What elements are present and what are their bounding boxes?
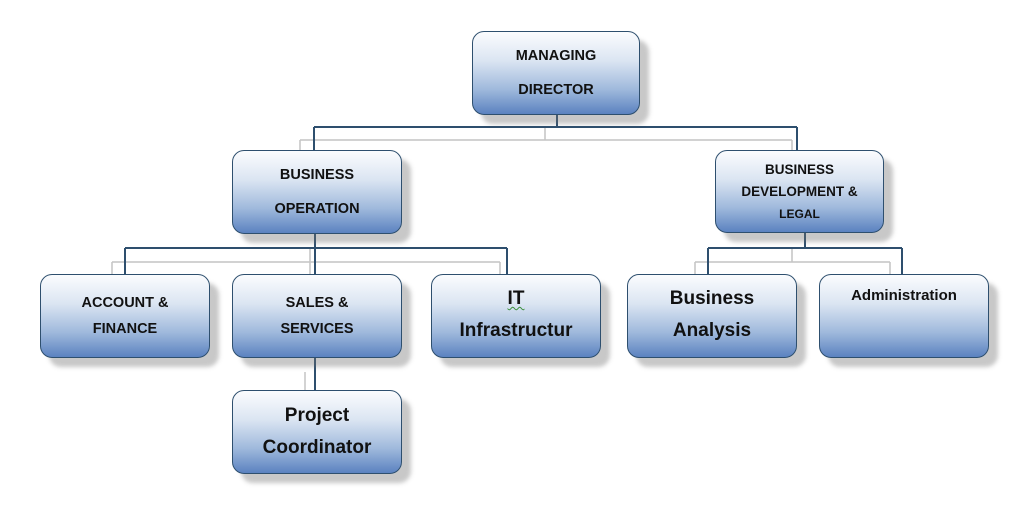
node-sales-services: SALES & SERVICES <box>232 274 402 358</box>
connector-shadow-business-development <box>694 248 891 276</box>
node-business-analysis-line-2: Analysis <box>672 320 752 341</box>
node-project-coordinator: Project Coordinator <box>232 390 402 474</box>
node-it-infrastructure: IT Infrastructur <box>431 274 601 358</box>
connector-business-operation <box>124 234 508 274</box>
node-business-analysis: Business Analysis <box>627 274 797 358</box>
node-business-development-line-3: LEGAL <box>779 206 820 221</box>
connector-root <box>313 114 798 150</box>
node-sales-services-line-2: SERVICES <box>280 321 354 337</box>
node-business-operation-line-1: BUSINESS <box>279 167 355 183</box>
node-managing-director-line-1: MANAGING <box>515 48 597 64</box>
node-account-finance-line-1: ACCOUNT & <box>81 295 169 311</box>
node-account-finance-line-2: FINANCE <box>92 321 158 337</box>
node-business-development-legal: BUSINESS DEVELOPMENT & LEGAL <box>715 150 884 233</box>
node-sales-services-line-1: SALES & <box>285 295 349 311</box>
node-business-operation-line-2: OPERATION <box>274 201 360 217</box>
node-business-analysis-line-1: Business <box>669 288 755 309</box>
node-business-development-line-1: BUSINESS <box>764 161 835 177</box>
node-project-coordinator-line-2: Coordinator <box>262 437 372 458</box>
node-managing-director: MANAGING DIRECTOR <box>472 31 640 115</box>
node-account-finance: ACCOUNT & FINANCE <box>40 274 210 358</box>
node-business-development-line-2: DEVELOPMENT & <box>741 183 858 199</box>
node-it-infrastructure-line-2: Infrastructur <box>459 320 573 341</box>
connector-shadow-root <box>299 126 793 152</box>
connector-shadow-business-operation <box>111 248 501 276</box>
node-administration: Administration <box>819 274 989 358</box>
connector-business-development <box>707 232 903 274</box>
node-business-operation: BUSINESS OPERATION <box>232 150 402 234</box>
node-it-infrastructure-line-1: IT <box>507 288 525 309</box>
node-managing-director-line-2: DIRECTOR <box>518 82 594 98</box>
node-administration-line-1: Administration <box>851 287 957 304</box>
node-project-coordinator-line-1: Project <box>284 405 350 426</box>
